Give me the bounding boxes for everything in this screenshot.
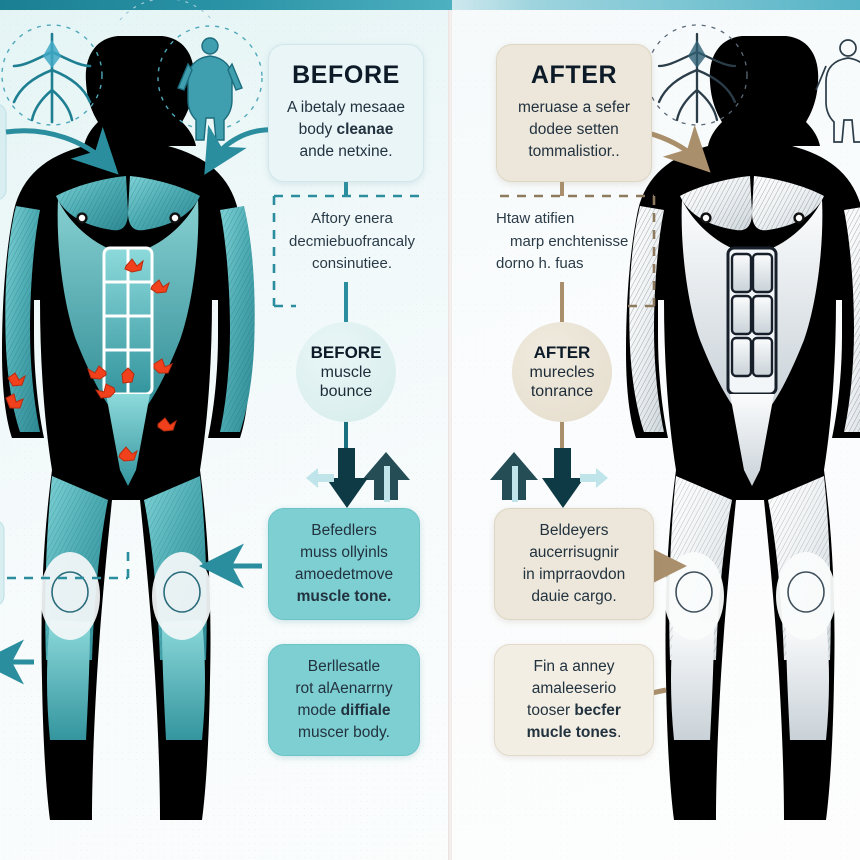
- card-after-body: meruase a sefer dodee setten tommalistio…: [518, 99, 630, 160]
- top-accent-bar-right: [452, 0, 860, 10]
- badge-before-muscle[interactable]: BEFORE muscle bounce: [296, 322, 396, 422]
- top-accent-bar-left: [0, 0, 762, 10]
- badge-after-line2: tonrance: [530, 382, 594, 400]
- card-after-mid[interactable]: Beldeyers aucerrisugnir in imprraovdon d…: [494, 508, 654, 620]
- card-after-title: AFTER: [530, 61, 618, 89]
- badge-before-line1: muscle: [320, 363, 372, 381]
- card-after-header[interactable]: AFTER meruase a sefer dodee setten tomma…: [496, 44, 652, 182]
- card-before-header[interactable]: BEFORE A ibetaly mesaae body cleanae and…: [268, 44, 424, 182]
- card-before-mid[interactable]: Befedlers muss ollyinls amoedetmove musc…: [268, 508, 420, 620]
- note-after: Htaw atifien marp enchtenisse dorno h. f…: [496, 210, 629, 272]
- card-before-title: BEFORE: [292, 61, 400, 89]
- panel-divider: [448, 0, 452, 860]
- badge-before-line2: bounce: [319, 382, 373, 400]
- badge-after-line1: murecles: [529, 363, 595, 381]
- card-before-bottom[interactable]: Berllesatle rot alAenarrny mode diffiale…: [268, 644, 420, 756]
- card-after-bottom[interactable]: Fin a anney amaleeserio tooser becfer mu…: [494, 644, 654, 756]
- card-before-body: A ibetaly mesaae body cleanae andе netxi…: [286, 99, 406, 160]
- badge-before-title: BEFORE: [310, 343, 382, 363]
- badge-after-title: AFTER: [533, 343, 591, 363]
- note-before: Aftory enera decmiebuofrancaly consinuti…: [289, 210, 415, 272]
- badge-after-muscle[interactable]: AFTER murecles tonrance: [512, 322, 612, 422]
